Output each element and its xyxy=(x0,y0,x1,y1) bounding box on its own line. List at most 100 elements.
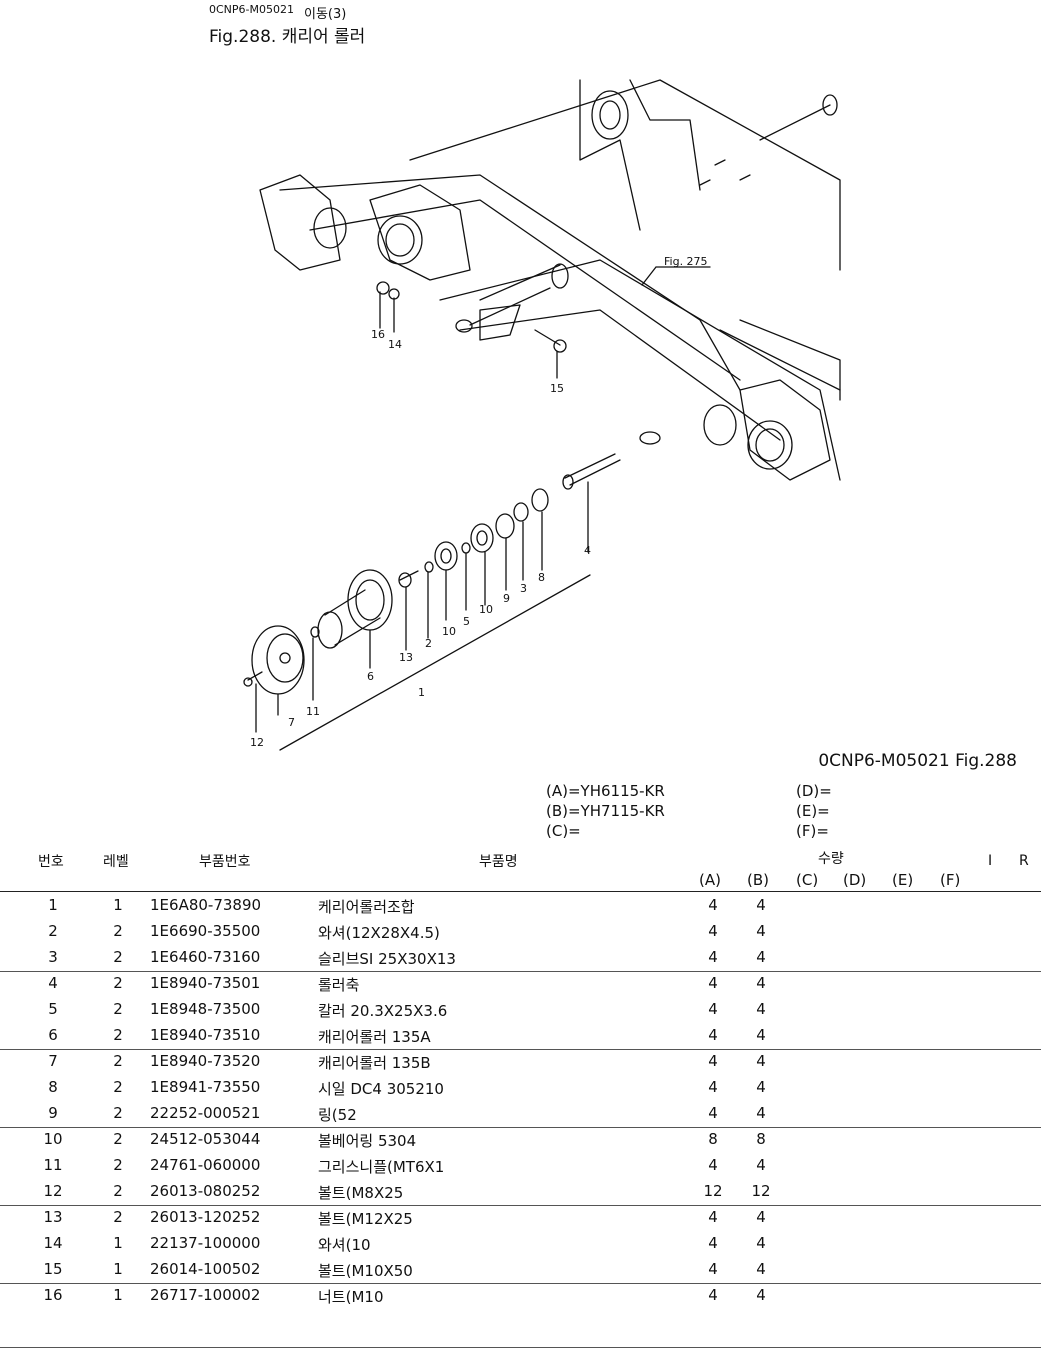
cell-qty-b: 4 xyxy=(756,1104,766,1122)
cell-qty-b: 4 xyxy=(756,1208,766,1226)
cell-part-no: 26013-080252 xyxy=(150,1182,261,1200)
cell-qty-b: 4 xyxy=(756,1000,766,1018)
cell-part-name: 케리어롤러조합 xyxy=(318,898,415,916)
cell-level: 2 xyxy=(113,1078,123,1096)
fig-ref-label: Fig. 275 xyxy=(664,255,708,268)
callout-10a: 10 xyxy=(479,603,493,616)
group-divider xyxy=(0,1127,1041,1128)
roller-flange xyxy=(347,569,393,631)
header-no: 번호 xyxy=(38,854,64,870)
cell-no: 5 xyxy=(48,1000,58,1018)
callout-3: 3 xyxy=(520,582,527,595)
model-a: (A)=YH6115-KR xyxy=(546,782,665,800)
cell-level: 1 xyxy=(113,1234,123,1252)
model-f: (F)= xyxy=(796,822,829,840)
cell-level: 1 xyxy=(113,1286,123,1304)
qty-col-d: (D) xyxy=(843,871,867,889)
callout-1: 1 xyxy=(418,686,425,699)
cell-part-name: 그리스니플(MT6X1 xyxy=(318,1158,445,1176)
model-c: (C)= xyxy=(546,822,581,840)
group-divider xyxy=(0,1049,1041,1050)
callout-10b: 10 xyxy=(442,625,456,638)
cell-level: 2 xyxy=(113,1052,123,1070)
callout-6: 6 xyxy=(367,670,374,683)
cell-level: 2 xyxy=(113,922,123,940)
cell-no: 8 xyxy=(48,1078,58,1096)
group-divider xyxy=(0,1205,1041,1206)
cell-qty-a: 4 xyxy=(708,1286,718,1304)
callout-13: 13 xyxy=(399,651,413,664)
model-e: (E)= xyxy=(796,802,830,820)
cell-qty-b: 4 xyxy=(756,1286,766,1304)
cell-part-name: 너트(M10 xyxy=(318,1288,384,1306)
cell-part-no: 1E8948-73500 xyxy=(150,1000,261,1018)
model-b: (B)=YH7115-KR xyxy=(546,802,665,820)
header-r: R xyxy=(1019,853,1029,869)
cell-qty-b: 4 xyxy=(756,922,766,940)
cell-part-name: 시일 DC4 305210 xyxy=(318,1080,444,1098)
cell-part-name: 볼베어링 5304 xyxy=(318,1132,417,1150)
seal-part xyxy=(531,488,549,512)
frame-rail-lower xyxy=(439,259,841,481)
cell-part-no: 1E8941-73550 xyxy=(150,1078,261,1096)
cell-qty-b: 12 xyxy=(751,1182,771,1200)
cell-part-no: 24761-060000 xyxy=(150,1156,261,1174)
frame-rail-upper xyxy=(279,174,741,391)
callout-leaders xyxy=(255,291,589,733)
cell-no: 12 xyxy=(43,1182,63,1200)
cell-level: 2 xyxy=(113,948,123,966)
cell-part-name: 링(52 xyxy=(318,1106,357,1124)
roller-shaft xyxy=(569,459,621,486)
cell-qty-a: 4 xyxy=(708,974,718,992)
cell-qty-b: 4 xyxy=(756,1156,766,1174)
cell-qty-a: 4 xyxy=(708,1234,718,1252)
callout-7: 7 xyxy=(288,716,295,729)
group-divider xyxy=(0,1283,1041,1284)
cell-qty-a: 4 xyxy=(708,1052,718,1070)
cell-qty-a: 4 xyxy=(708,1104,718,1122)
cell-qty-a: 4 xyxy=(708,948,718,966)
cell-qty-b: 4 xyxy=(756,1052,766,1070)
cell-level: 2 xyxy=(113,1182,123,1200)
cell-no: 10 xyxy=(43,1130,63,1148)
cell-qty-a: 4 xyxy=(708,1260,718,1278)
cell-no: 9 xyxy=(48,1104,58,1122)
cell-no: 16 xyxy=(43,1286,63,1304)
header-part-name: 부품명 xyxy=(479,854,518,870)
cell-part-name: 볼트(M8X25 xyxy=(318,1184,404,1202)
cell-part-no: 24512-053044 xyxy=(150,1130,261,1148)
cell-level: 1 xyxy=(113,1260,123,1278)
doc-code: 0CNP6-M05021 xyxy=(209,3,294,16)
qty-col-c: (C) xyxy=(796,871,819,889)
callout-15: 15 xyxy=(550,382,564,395)
cell-qty-a: 4 xyxy=(708,1000,718,1018)
cell-qty-a: 4 xyxy=(708,1208,718,1226)
cell-part-name: 슬리브SI 25X30X13 xyxy=(318,950,456,968)
cell-qty-b: 4 xyxy=(756,1078,766,1096)
cell-level: 2 xyxy=(113,1156,123,1174)
cell-part-no: 1E6A80-73890 xyxy=(150,896,262,914)
section-title: 이동(3) xyxy=(304,7,347,22)
callout-11: 11 xyxy=(306,705,320,718)
cell-qty-a: 4 xyxy=(708,922,718,940)
model-d: (D)= xyxy=(796,782,832,800)
right-bracket xyxy=(739,379,831,481)
cell-no: 1 xyxy=(48,896,58,914)
cell-level: 1 xyxy=(113,896,123,914)
cell-no: 3 xyxy=(48,948,58,966)
figure-title: Fig.288. 캐리어 롤러 xyxy=(209,27,366,47)
cell-part-no: 26013-120252 xyxy=(150,1208,261,1226)
cell-part-name: 롤러축 xyxy=(318,976,360,994)
cell-qty-b: 4 xyxy=(756,1234,766,1252)
figure-reference: 0CNP6-M05021 Fig.288 xyxy=(818,751,1017,771)
callout-14: 14 xyxy=(388,338,402,351)
cell-level: 2 xyxy=(113,1104,123,1122)
cell-qty-a: 8 xyxy=(708,1130,718,1148)
cell-no: 6 xyxy=(48,1026,58,1044)
cell-part-no: 26717-100002 xyxy=(150,1286,261,1304)
callout-12: 12 xyxy=(250,736,264,749)
cell-qty-b: 4 xyxy=(756,1260,766,1278)
cell-part-name: 와셔(10 xyxy=(318,1236,371,1254)
cell-part-name: 와셔(12X28X4.5) xyxy=(318,924,440,942)
nut-part xyxy=(376,281,390,295)
